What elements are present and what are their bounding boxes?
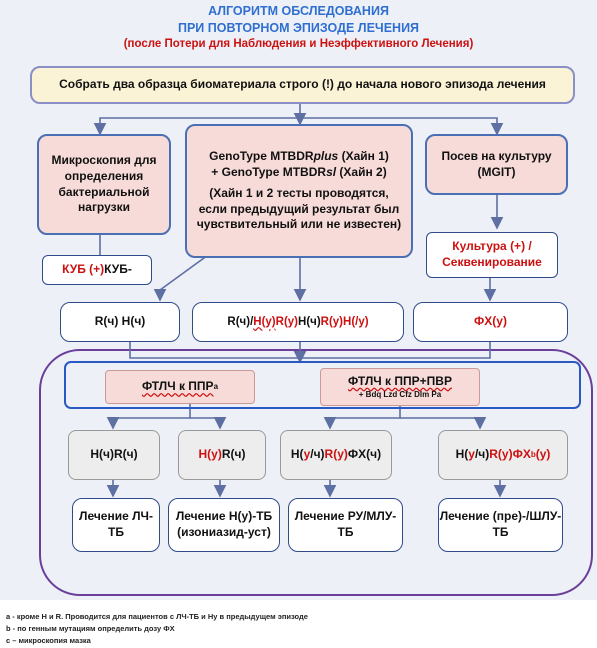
collect-samples-box: Собрать два образца биоматериала строго … xyxy=(30,66,575,104)
genotype-box: GenoType MTBDRplus (Хайн 1) + GenoType M… xyxy=(185,124,413,258)
kub-positive: КУБ (+) xyxy=(62,262,105,277)
title-line-1: АЛГОРИТМ ОБСЛЕДОВАНИЯ xyxy=(208,4,389,18)
dst-drug-list: + Bdq Lzd Cfz Dlm Pa xyxy=(358,389,442,399)
culture-text: Посев на культуру (MGIT) xyxy=(441,148,552,179)
treatment-xdr-tb-text: Лечение (пре)-/ШЛУ-ТБ xyxy=(439,509,562,539)
culture-result-box: Культура (+) / Секвенирование xyxy=(426,232,558,278)
dst-second-line-text: ФТЛЧ к ППР+ПВР xyxy=(348,374,452,388)
collect-samples-text: Собрать два образца биоматериала строго … xyxy=(59,77,546,92)
result-fq-text: ФХ(у) xyxy=(474,314,507,329)
profile-susceptible-box: H(ч) R(ч) xyxy=(68,430,160,480)
genotype-line-2: + GenoType MTBDRsl (Хайн 2) xyxy=(211,164,387,179)
profile-rr-box: H(у/ч) R(у) ФХ(ч) xyxy=(280,430,392,480)
treatment-xdr-tb-box: Лечение (пре)-/ШЛУ-ТБ xyxy=(438,498,563,552)
dst-second-line-box: ФТЛЧ к ППР+ПВР + Bdq Lzd Cfz Dlm Pa xyxy=(320,368,480,406)
microscopy-text: Микроскопия для определения бактериально… xyxy=(51,153,157,215)
result-rs-hs-box: R(ч) H(ч) xyxy=(60,302,180,342)
footnote-c: c – микроскопия мазка xyxy=(6,636,91,645)
genotype-line-1: GenoType MTBDRplus (Хайн 1) xyxy=(209,149,389,164)
footnote-b: b - по генным мутациям определить дозу Ф… xyxy=(6,624,175,633)
treatment-ds-tb-box: Лечение ЛЧ-ТБ xyxy=(72,498,160,552)
treatment-ds-tb-text: Лечение ЛЧ-ТБ xyxy=(79,509,153,539)
kub-box: КУБ (+) КУБ- xyxy=(42,255,152,285)
treatment-mdr-tb-text: Лечение РУ/МЛУ-ТБ xyxy=(294,509,397,539)
microscopy-box: Микроскопия для определения бактериально… xyxy=(37,134,171,235)
treatment-mdr-tb-box: Лечение РУ/МЛУ-ТБ xyxy=(288,498,403,552)
dst-frame xyxy=(64,361,581,409)
result-fq-box: ФХ(у) xyxy=(413,302,568,342)
treatment-hr-tb-text: Лечение H(у)-ТБ (изониазид-уст) xyxy=(175,509,273,539)
title-line-2: ПРИ ПОВТОРНОМ ЭПИЗОДЕ ЛЕЧЕНИЯ xyxy=(177,21,420,35)
result-mixed-box: R(ч)/H(у) R(у)H(ч) R(у)H(/у) xyxy=(192,302,404,342)
kub-negative: КУБ- xyxy=(104,262,132,277)
dst-first-line-text: ФТЛЧ к ППР xyxy=(141,379,214,394)
culture-result-text: Культура (+) / Секвенирование xyxy=(442,239,542,269)
result-rs-hs-text: R(ч) H(ч) xyxy=(94,314,146,329)
footnote-a: a - кроме H и R. Проводится для пациенто… xyxy=(6,612,308,621)
profile-h-resistant-box: H(у) R(ч) xyxy=(178,430,266,480)
culture-box: Посев на культуру (MGIT) xyxy=(425,134,568,195)
title-subtitle: (после Потери для Наблюдения и Неэффекти… xyxy=(123,38,474,50)
treatment-hr-tb-box: Лечение H(у)-ТБ (изониазид-уст) xyxy=(168,498,280,552)
genotype-note: (Хайн 1 и 2 тесты проводятся, если преды… xyxy=(196,186,402,232)
